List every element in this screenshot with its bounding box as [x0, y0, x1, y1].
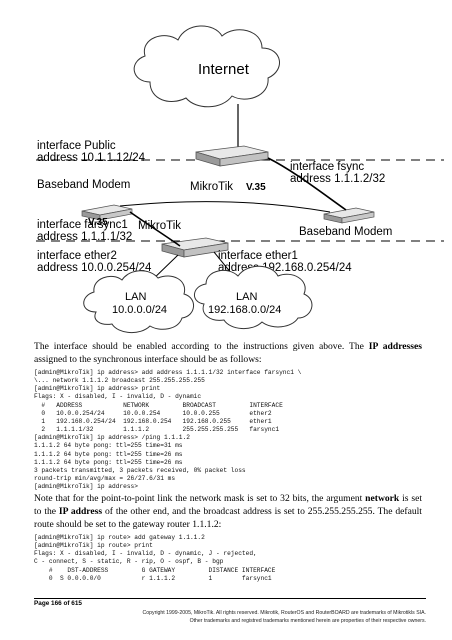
modem-link	[119, 201, 331, 213]
iface-public-label-2: address 10.1.1.12/24	[37, 152, 146, 164]
paragraph-default-route: Note that for the point-to-point link th…	[34, 492, 422, 531]
iface-fsync-label-1: interface fsync	[290, 161, 364, 173]
network-diagram: Internet interface Public address 10.1.1…	[36, 25, 444, 333]
lan-left-label-2: 10.0.0.0/24	[112, 304, 167, 316]
para2-text-3: of the other end, and the broadcast addr…	[34, 506, 422, 530]
iface-ether2-label-2: address 10.0.0.254/24	[37, 262, 152, 274]
iface-ether1-label-2: address 192.168.0.254/24	[218, 262, 352, 274]
iface-ether1-label-1: interface ether1	[218, 250, 298, 262]
mikrotik-router-bottom	[161, 237, 229, 258]
iface-ether2-label-1: interface ether2	[37, 250, 117, 262]
iface-farsync1-label-1: interface farsync1	[37, 219, 128, 231]
lan-cloud-right: LAN 192.168.0.0/24	[194, 265, 313, 329]
lan-right-label-1: LAN	[236, 291, 257, 303]
para2-bold-ip: IP address	[58, 506, 103, 517]
v35-cable-bottom	[129, 211, 181, 247]
page-number: Page 166 of 615	[34, 600, 82, 607]
lan-right-label-2: 192.168.0.0/24	[208, 304, 281, 316]
mikrotik-router-top	[195, 145, 269, 167]
baseband-modem-left-label: Baseband Modem	[37, 179, 130, 191]
code-block-ip-address: [admin@MikroTik] ip address> add address…	[34, 369, 302, 491]
para1-text-1: The interface should be enabled accordin…	[34, 341, 369, 352]
copyright-notice: Copyright 1999-2005, MikroTik. All right…	[142, 610, 427, 616]
trademark-notice: Other trademarks and registred trademark…	[189, 618, 426, 624]
v35-bottom-label: V.35	[88, 217, 108, 228]
mikrotik-bottom-label: MikroTik	[138, 220, 181, 232]
paragraph-ip-addresses: The interface should be enabled accordin…	[34, 340, 422, 366]
para2-text-2: is set to the	[34, 493, 423, 517]
baseband-modem-right	[323, 207, 375, 224]
iface-farsync1-label-2: address 1.1.1.1/32	[37, 231, 132, 243]
para1-bold: IP addresses	[368, 341, 423, 352]
mikrotik-top-label: MikroTik	[190, 181, 233, 193]
baseband-modem-left	[81, 204, 133, 221]
internet-label: Internet	[198, 61, 250, 78]
lan-cloud-left: LAN 10.0.0.0/24	[83, 270, 194, 333]
iface-fsync-label-2: address 1.1.1.2/32	[290, 173, 385, 185]
internet-cloud: Internet	[133, 25, 280, 108]
code-block-ip-route: [admin@MikroTik] ip route> add gateway 1…	[34, 534, 276, 582]
para2-bold-network: network	[365, 493, 400, 504]
v35-top-label: V.35	[246, 182, 266, 193]
lan-left-label-1: LAN	[125, 291, 146, 303]
baseband-modem-right-label: Baseband Modem	[299, 226, 392, 238]
v35-cable-top	[267, 157, 347, 211]
para2-text-1: Note that for the point-to-point link th…	[34, 493, 366, 504]
para1-text-2: assigned to the synchronous interface sh…	[34, 354, 262, 365]
footer-divider	[34, 598, 426, 599]
iface-public-label-1: interface Public	[37, 140, 116, 152]
